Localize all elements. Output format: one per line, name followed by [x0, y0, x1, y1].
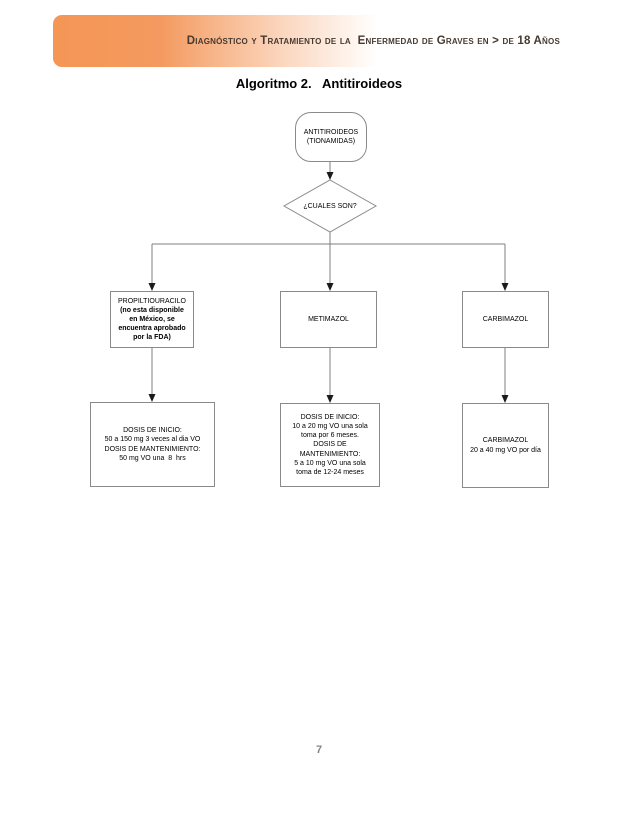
- header-gradient-bar: [53, 15, 593, 67]
- start-node-label: ANTITIROIDEOS (TIONAMIDAS): [303, 128, 359, 145]
- flow-node-decision-cuales-son: ¿CUALES SON?: [284, 180, 376, 232]
- flow-node-propiltiouracilo: PROPILTIOURACILO (no esta disponible en …: [110, 291, 194, 348]
- decision-diamond-shape: [282, 179, 378, 233]
- page-number: 7: [315, 744, 323, 756]
- flow-node-carbimazol: CARBIMAZOL: [462, 291, 549, 348]
- propiltiouracilo-dose-text: DOSIS DE INICIO: 50 a 150 mg 3 veces al …: [104, 427, 201, 462]
- document-header-title: Diagnóstico y Tratamiento de la Enfermed…: [186, 35, 560, 47]
- arrowheads: [148, 172, 509, 403]
- flow-node-propiltiouracilo-dose: DOSIS DE INICIO: 50 a 150 mg 3 veces al …: [90, 402, 215, 487]
- flow-node-metimazol: METIMAZOL: [280, 291, 377, 348]
- carbimazol-label: CARBIMAZOL: [482, 315, 529, 323]
- propiltiouracilo-title: PROPILTIOURACILO: [118, 297, 186, 305]
- propiltiouracilo-availability-note: (no esta disponible en México, se encuen…: [118, 306, 186, 342]
- flow-node-metimazol-dose: DOSIS DE INICIO: 10 a 20 mg VO una sola …: [280, 403, 380, 487]
- flow-node-antitiroideos-start: ANTITIROIDEOS (TIONAMIDAS): [295, 112, 367, 162]
- metimazol-label: METIMAZOL: [308, 315, 349, 323]
- flow-node-carbimazol-dose: CARBIMAZOL 20 a 40 mg VO por día: [462, 403, 549, 488]
- metimazol-dose-text: DOSIS DE INICIO: 10 a 20 mg VO una sola …: [292, 414, 368, 476]
- carbimazol-dose-text: CARBIMAZOL 20 a 40 mg VO por día: [470, 437, 541, 454]
- algorithm-title: Algoritmo 2. Antitiroideos: [235, 76, 403, 91]
- decision-label: ¿CUALES SON?: [303, 202, 357, 210]
